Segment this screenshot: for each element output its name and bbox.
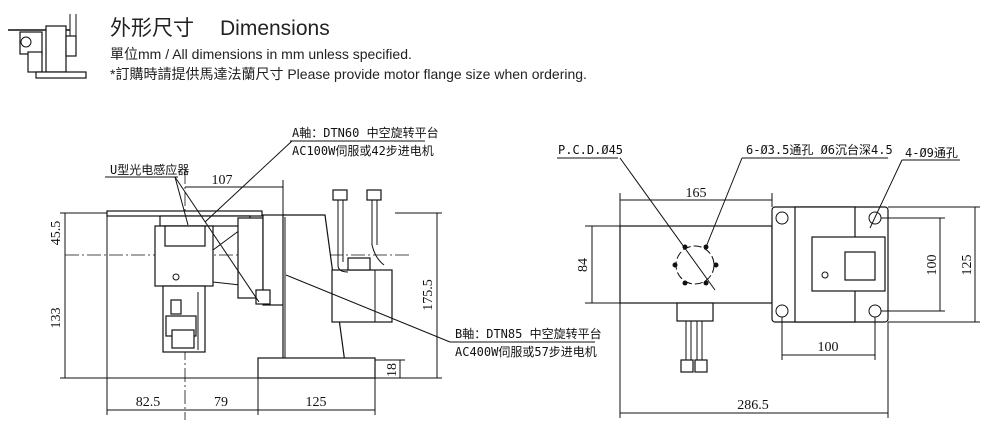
unit-note: 單位mm / All dimensions in mm unless speci… xyxy=(110,46,412,62)
title-cn: 外形尺寸 xyxy=(110,17,194,40)
dim-125: 125 xyxy=(306,395,327,410)
dim-45-5: 45.5 xyxy=(49,221,64,246)
dim-165: 165 xyxy=(686,186,707,201)
dim-175-5: 175.5 xyxy=(421,279,436,311)
b-axis-label-1: B軸：DTN85 中空旋转平台 xyxy=(455,326,602,341)
a-axis-label-2: AC100W伺服或42步进电机 xyxy=(292,144,434,158)
pcd-label: P.C.D.Ø45 xyxy=(558,143,623,157)
dim-82-5: 82.5 xyxy=(136,395,161,410)
dim-286-5: 286.5 xyxy=(737,398,769,413)
dim-107: 107 xyxy=(212,173,233,188)
b-axis-label-2: AC400W伺服或57步进电机 xyxy=(455,345,597,359)
top-view xyxy=(557,157,980,418)
dim-18: 18 xyxy=(385,363,400,377)
sensor-label: U型光电感应器 xyxy=(110,162,189,177)
product-thumbnail xyxy=(8,14,87,79)
a-axis-label-1: A軸：DTN60 中空旋转平台 xyxy=(292,125,439,140)
page-title: 外形尺寸 Dimensions xyxy=(110,12,330,42)
hole-label: 6-Ø3.5通孔 Ø6沉台深4.5 xyxy=(746,142,893,157)
dim-125-top: 125 xyxy=(960,255,975,276)
title-en: Dimensions xyxy=(220,17,330,40)
dim-79: 79 xyxy=(214,395,228,410)
side-view xyxy=(60,140,595,420)
dim-100-vertical: 100 xyxy=(925,255,940,276)
dim-100-horizontal: 100 xyxy=(818,340,839,355)
dim-133: 133 xyxy=(49,308,64,329)
mount-hole-label: 4-Ø9通孔 xyxy=(905,146,958,160)
order-note: *訂購時請提供馬達法蘭尺寸 Please provide motor flang… xyxy=(110,66,587,82)
dim-84: 84 xyxy=(576,258,591,272)
